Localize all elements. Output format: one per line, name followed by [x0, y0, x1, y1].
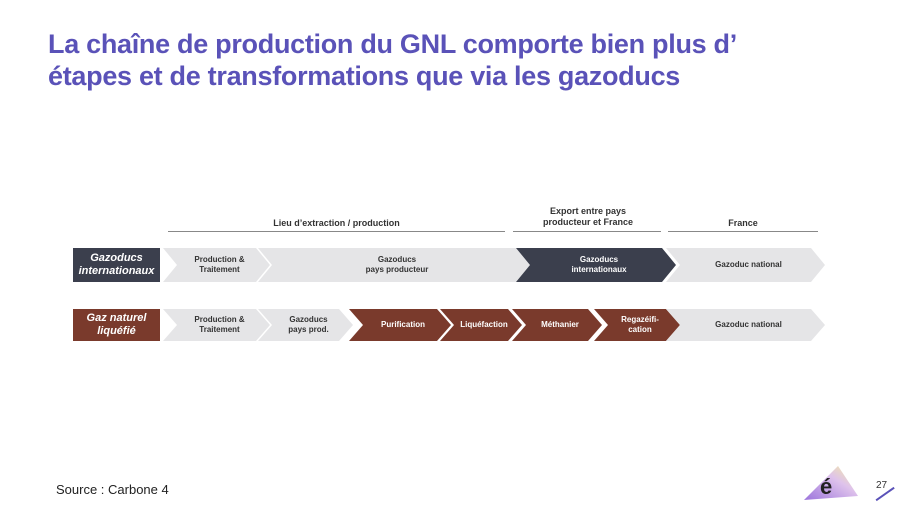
step-text: Gazoducs — [377, 255, 417, 264]
row-label-line1: Gaz naturel — [86, 312, 147, 324]
row-label-gnl: Gaz naturel liquéfié — [73, 309, 160, 341]
step-gazoduc-national: Gazoduc national — [666, 309, 825, 341]
step-text: Purification — [380, 320, 425, 329]
step-text: Gazoducs — [579, 255, 619, 264]
step-text: internationaux — [571, 265, 627, 274]
step-gazoduc-national: Gazoduc national — [666, 248, 825, 282]
step-text: pays producteur — [365, 265, 429, 274]
step-text: Méthanier — [541, 320, 579, 329]
step-liquefaction: Liquéfaction — [440, 309, 522, 341]
slide-title: La chaîne de production du GNL comporte … — [48, 28, 737, 92]
divider — [513, 231, 661, 232]
step-regazeification: Regazéifi-cation — [594, 309, 680, 341]
header-france: France — [728, 218, 758, 228]
step-text: pays prod. — [288, 325, 329, 334]
title-line-1: La chaîne de production du GNL comporte … — [48, 29, 737, 59]
step-text: cation — [628, 325, 652, 334]
step-text: Production & — [194, 255, 245, 264]
step-methanier: Méthanier — [512, 309, 602, 341]
step-text: Traitement — [199, 265, 240, 274]
step-text: Regazéifi- — [621, 315, 659, 324]
source-note: Source : Carbone 4 — [56, 482, 169, 497]
step-text: Production & — [194, 315, 245, 324]
header-extraction: Lieu d’extraction / production — [273, 218, 400, 228]
divider — [668, 231, 818, 232]
step-text: Liquéfaction — [460, 320, 508, 329]
step-text: Gazoduc national — [715, 260, 782, 269]
step-production: Production &Traitement — [163, 248, 270, 282]
row-label-line1: Gazoducs — [90, 252, 143, 264]
logo-icon: é — [804, 466, 858, 500]
title-line-2: étapes et de transformations que via les… — [48, 61, 680, 91]
step-text: Gazoduc national — [715, 320, 782, 329]
divider — [168, 231, 505, 232]
row-label-line2: liquéfié — [97, 325, 136, 337]
row-label-gazoducs: Gazoducs internationaux — [73, 248, 160, 282]
step-text: Gazoducs — [289, 315, 328, 324]
header-export: Export entre pays producteur et France — [513, 206, 663, 228]
step-text: Traitement — [199, 325, 240, 334]
step-production: Production &Traitement — [163, 309, 270, 341]
svg-text:é: é — [820, 474, 832, 499]
header-export-line2: producteur et France — [542, 217, 634, 227]
step-purification: Purification — [349, 309, 451, 341]
header-export-line1: Export entre pays — [549, 206, 627, 216]
page-number: 27 — [876, 480, 888, 491]
row-label-line2: internationaux — [78, 265, 155, 277]
